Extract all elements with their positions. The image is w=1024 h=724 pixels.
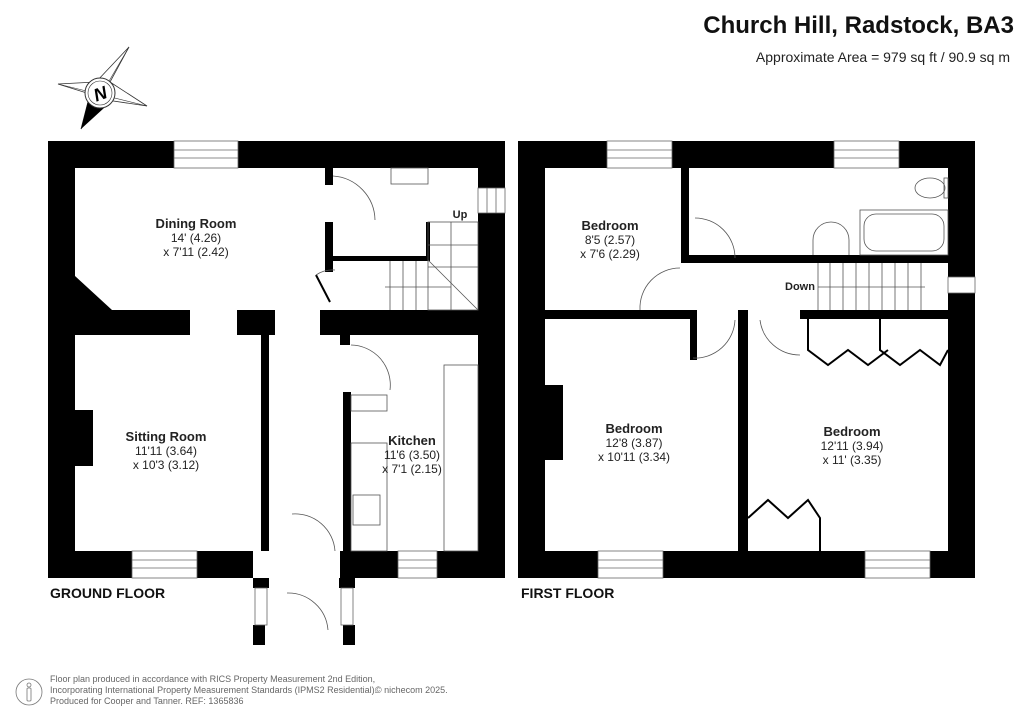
person-measurement-icon [15,678,43,706]
room-kitchen: Kitchen 11'6 (3.50) x 7'1 (2.15) [382,433,442,477]
stairs-up-label: Up [452,209,468,221]
first-floor-label: FIRST FLOOR [521,585,615,601]
copyright: © nichecom 2025. [375,685,448,695]
stairs-down-label: Down [785,281,815,293]
first-floor-windows [597,140,976,579]
room-bedroom-small: Bedroom 8'5 (2.57) x 7'6 (2.29) [580,218,640,262]
room-bedroom-right: Bedroom 12'11 (3.94) x 11' (3.35) [820,424,884,468]
ground-floor-windows [131,140,506,626]
property-title: Church Hill, Radstock, BA3 [703,12,1014,39]
room-bedroom-left: Bedroom 12'8 (3.87) x 10'11 (3.34) [597,421,671,465]
ground-floor-fixtures [286,167,479,631]
first-floor-fixtures [639,177,949,551]
approximate-area: Approximate Area = 979 sq ft / 90.9 sq m [755,49,1010,65]
north-compass-icon: N [57,46,148,130]
footer-disclaimer: Floor plan produced in accordance with R… [50,674,378,706]
ground-floor-label: GROUND FLOOR [50,585,166,601]
room-sitting-room: Sitting Room 11'11 (3.64) x 10'3 (3.12) [125,429,207,473]
room-dining-room: Dining Room 14' (4.26) x 7'11 (2.42) [155,216,237,260]
